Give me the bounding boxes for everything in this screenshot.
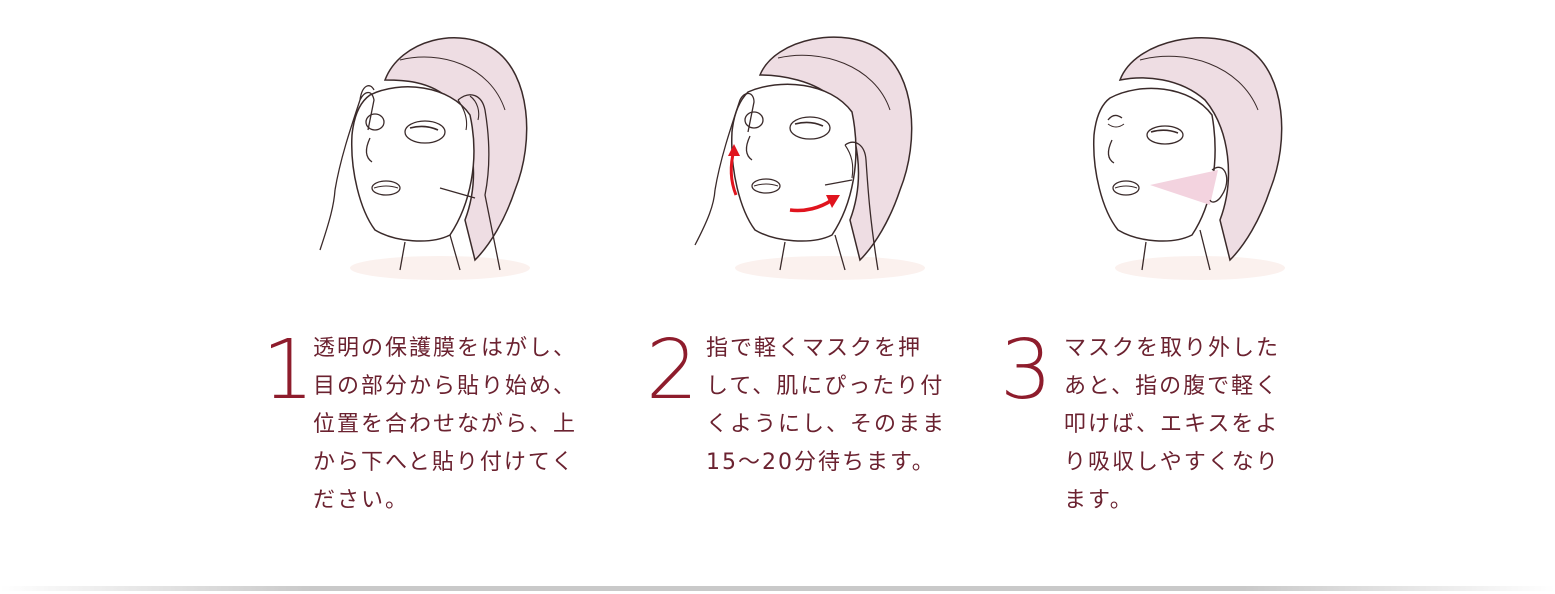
step-description-line: り吸収しやすくなり <box>1064 450 1280 475</box>
face-mask-press-icon <box>670 20 940 282</box>
step-description-line: して、肌にぴったり付 <box>706 374 945 399</box>
step-description-line: くようにし、そのまま <box>706 412 947 437</box>
step-number: 2 <box>646 323 699 418</box>
step-description-line: から下へと貼り付けてく <box>313 450 576 475</box>
step-description-line: ます。 <box>1064 488 1134 513</box>
step-description: 指で軽くマスクを押 して、肌にぴったり付 くようにし、そのまま 15～20分待ち… <box>706 330 946 482</box>
step-description-line: 叩けば、エキスをよ <box>1064 412 1280 437</box>
red-arrow-icon <box>728 144 840 213</box>
step-number: 3 <box>1000 323 1053 418</box>
step-description-line: 15～20分待ちます。 <box>706 450 936 475</box>
step-description: マスクを取り外した あと、指の腹で軽く 叩けば、エキスをよ り吸収しやすくなり … <box>1064 330 1280 520</box>
step-description-line: 指で軽くマスクを押 <box>706 336 923 361</box>
step-description-line: マスクを取り外した <box>1064 336 1281 361</box>
step-description-line: 透明の保護膜をはがし、 <box>313 336 578 361</box>
step-description-line: あと、指の腹で軽く <box>1064 374 1280 399</box>
face-mask-apply-icon <box>290 20 540 282</box>
step-description-line: 位置を合わせながら、上 <box>313 412 578 437</box>
step-description-line: 目の部分から貼り始め、 <box>313 374 578 399</box>
bottom-divider <box>0 586 1555 591</box>
step-description-line: ださい。 <box>313 488 410 513</box>
face-mask-remove-icon <box>1060 20 1300 282</box>
step-number: 1 <box>262 323 315 418</box>
step-description: 透明の保護膜をはがし、 目の部分から貼り始め、 位置を合わせながら、上 から下へ… <box>313 330 577 520</box>
